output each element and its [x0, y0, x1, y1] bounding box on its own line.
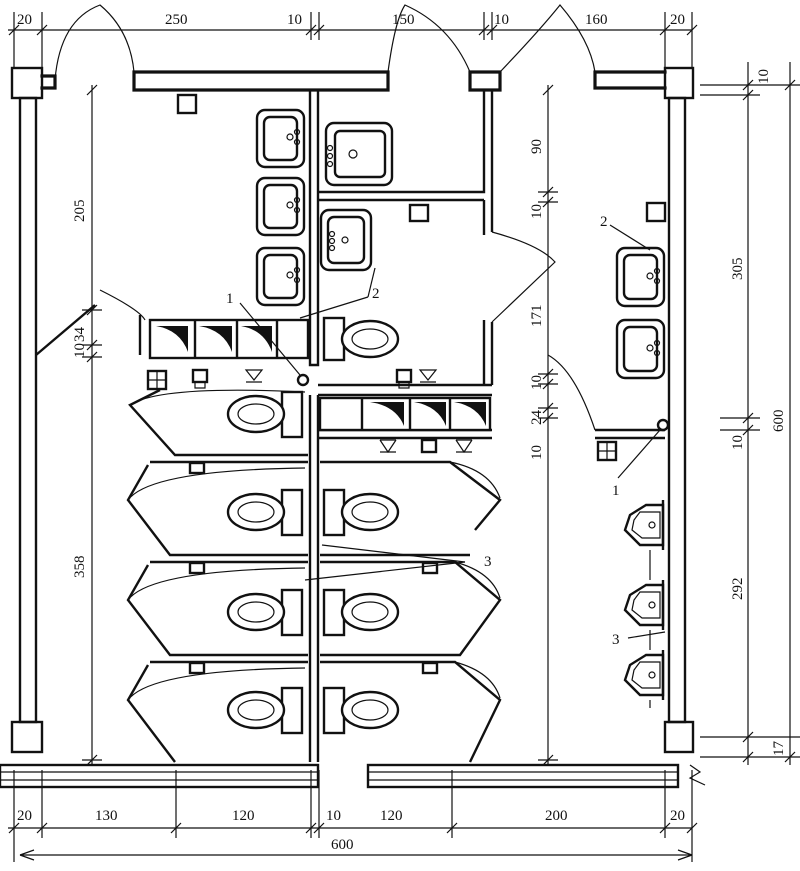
- floor-drain-icon: [596, 440, 618, 462]
- dim-label: 171: [529, 305, 545, 328]
- urinal-icon: [623, 500, 665, 550]
- dim-label: 20: [17, 12, 32, 28]
- urinal-icon: [623, 650, 665, 700]
- dim-label: 10: [730, 435, 746, 450]
- leader-lines: [239, 224, 666, 639]
- dim-label: 24: [529, 410, 545, 426]
- dim-label-overall: 600: [771, 410, 787, 433]
- callout-label: 1: [226, 291, 234, 307]
- dimension-labels: 20 250 10 150 10 160 20 20 130 120 10 12…: [17, 12, 787, 853]
- dim-label: 10: [529, 375, 545, 390]
- dim-label: 20: [17, 808, 32, 824]
- dim-label: 205: [72, 200, 88, 223]
- callout-label: 1: [612, 483, 620, 499]
- dim-label: 130: [95, 808, 118, 824]
- callout-label: 2: [372, 286, 380, 302]
- dimension-lines: [8, 12, 800, 862]
- dim-label: 358: [72, 556, 88, 579]
- wall-fixtures: [146, 93, 667, 462]
- sink-icon: [255, 246, 306, 307]
- urinals: [623, 500, 665, 708]
- floor-drain-icon: [146, 369, 168, 391]
- dim-label: 200: [545, 808, 568, 824]
- sink-icon: [615, 318, 666, 380]
- dim-label: 17: [771, 741, 787, 757]
- toilet-icon: [226, 588, 304, 637]
- dim-label: 10: [72, 343, 88, 358]
- dim-label: 120: [232, 808, 255, 824]
- dim-label: 20: [670, 808, 685, 824]
- dim-label: 150: [392, 12, 415, 28]
- dim-label: 10: [756, 69, 772, 84]
- sink-icon: [615, 246, 666, 308]
- toilet-icon: [322, 488, 400, 537]
- toilet-icon: [322, 588, 400, 637]
- callout-label: 3: [484, 554, 492, 570]
- dim-label-overall: 600: [331, 837, 354, 853]
- toilet-icon: [322, 316, 400, 362]
- dim-label: 20: [670, 12, 685, 28]
- urinal-icon: [623, 580, 665, 630]
- pipe-marker: [296, 373, 310, 387]
- stalls-left: [126, 388, 502, 763]
- sink-icon: [255, 176, 306, 237]
- column-bottom-right: [663, 720, 695, 754]
- toilet-icon: [322, 686, 400, 735]
- dim-label: 10: [529, 445, 545, 460]
- walls: [0, 4, 706, 789]
- dim-label: 305: [730, 258, 746, 281]
- toilet-icon: [226, 488, 304, 537]
- dim-label: 292: [730, 578, 746, 601]
- sink-icon: [319, 208, 373, 272]
- sinks: [255, 108, 666, 380]
- column-top-right: [663, 66, 695, 100]
- dim-label: 10: [529, 204, 545, 219]
- toilet-icon: [226, 390, 304, 439]
- callout-label: 3: [612, 632, 620, 648]
- toilets: [226, 316, 400, 735]
- dim-label: 250: [165, 12, 188, 28]
- dim-label: 120: [380, 808, 403, 824]
- pipe-marker: [656, 418, 670, 432]
- sink-icon: [255, 108, 306, 169]
- callout-label: 2: [600, 214, 608, 230]
- dim-label: 160: [585, 12, 608, 28]
- sink-icon: [324, 121, 394, 187]
- squat-box-rows: [148, 318, 492, 432]
- dim-label: 10: [287, 12, 302, 28]
- dim-label: 10: [494, 12, 509, 28]
- column-bottom-left: [10, 720, 44, 754]
- toilet-icon: [226, 686, 304, 735]
- dim-label: 10: [326, 808, 341, 824]
- callout-labels: 1 2 2 1 3 3: [226, 214, 620, 648]
- dim-label: 34: [72, 327, 88, 343]
- dim-label: 90: [529, 139, 545, 154]
- column-top-left: [10, 66, 44, 100]
